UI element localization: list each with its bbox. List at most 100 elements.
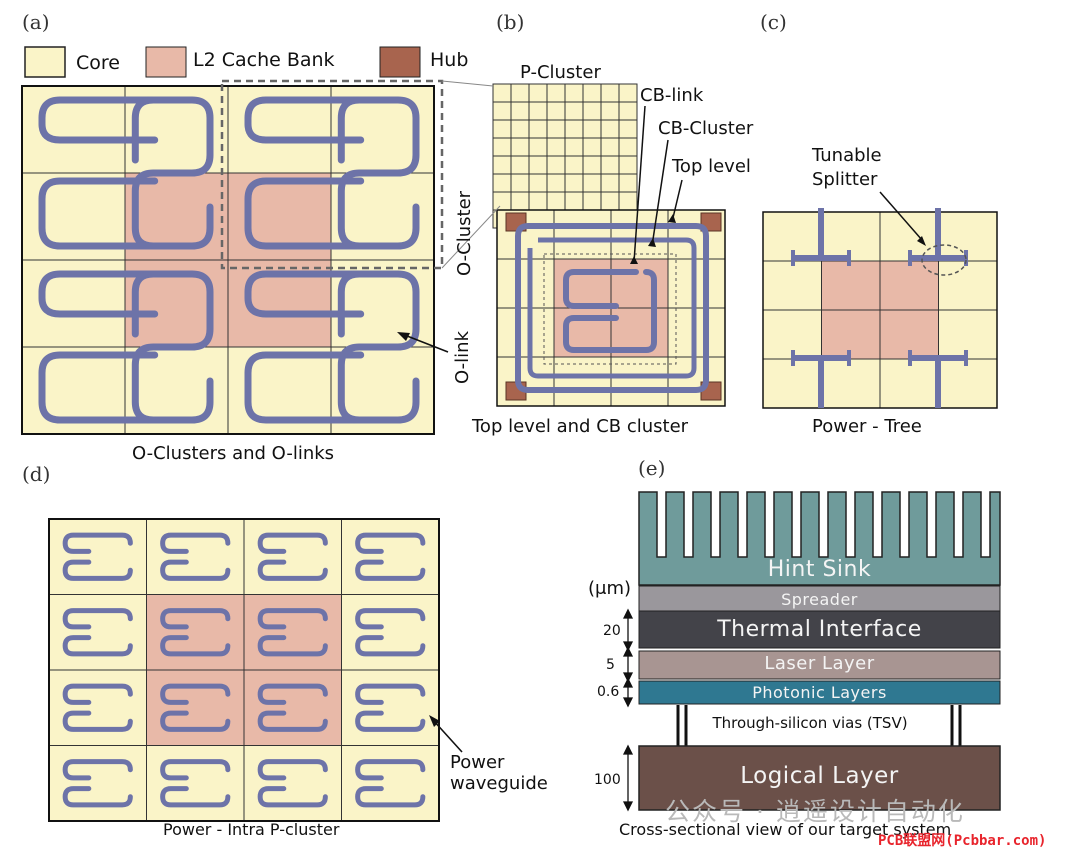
- panel-c-caption: Power - Tree: [812, 416, 922, 437]
- p-cluster-label: P-Cluster: [520, 62, 601, 83]
- unit-label: (μm): [588, 578, 632, 599]
- o-link-label: O-link: [452, 331, 473, 384]
- top-level-waveguide: [515, 223, 709, 393]
- dim-laser: 5: [606, 657, 615, 673]
- wechat-watermark: 公众号 · 逍遥设计自动化: [665, 797, 965, 826]
- top-level-label: Top level: [672, 156, 751, 177]
- panel-d-core-cell: [341, 669, 440, 746]
- laser-layer: [638, 650, 1001, 680]
- panel-b-core-cell: [496, 307, 555, 358]
- site-watermark: PCB联盟网(Pcbbar.com): [878, 833, 1047, 849]
- panel-d-l2-cell: [243, 594, 342, 671]
- panel-c-core-cell: [762, 260, 822, 311]
- panel-b-caption: Top level and CB cluster: [472, 416, 689, 437]
- hub: [700, 212, 722, 232]
- legend-core-swatch: [24, 46, 66, 78]
- intra-cluster-waveguide: [160, 608, 231, 657]
- heat-sink-layer: [638, 491, 1001, 586]
- panel-d-core-cell: [48, 518, 147, 595]
- panel-c-l2-cell: [879, 260, 939, 311]
- dimension-markers: [622, 608, 634, 812]
- intra-cluster-waveguide: [62, 759, 133, 808]
- legend-core-label: Core: [76, 52, 120, 74]
- cb-cluster-dashed-box: [543, 253, 677, 365]
- panel-b-l2-cell: [610, 258, 669, 309]
- o-link-waveguide: [244, 96, 365, 250]
- panel-a-diagram: [21, 85, 435, 435]
- spreader-layer: [638, 585, 1001, 612]
- panel-c-l2-cell: [821, 260, 881, 311]
- panel-d-core-cell: [243, 518, 342, 595]
- cb-link-arrowhead: [630, 256, 638, 264]
- o-link-waveguide: [131, 96, 214, 250]
- legend-l2-swatch: [145, 46, 187, 78]
- o-link-arrow: [401, 333, 449, 353]
- o-cluster-highlight: [220, 79, 444, 270]
- intra-cluster-waveguide: [62, 608, 133, 657]
- intra-cluster-waveguide: [257, 532, 328, 581]
- power-waveguide-line1: Power: [450, 752, 505, 773]
- tsv-pillars: [676, 705, 962, 746]
- tsv-label: Through-silicon vias (TSV): [712, 714, 908, 732]
- panel-d-l2-cell: [146, 669, 245, 746]
- legend: [24, 46, 421, 78]
- panel-d-diagram: [48, 518, 440, 822]
- o-link-waveguide: [131, 270, 214, 424]
- panel-c-core-cell: [938, 358, 998, 409]
- panel-a-letter: (a): [22, 10, 50, 34]
- panel-e-caption: Cross-sectional view of our target syste…: [619, 820, 952, 839]
- logical-layer-label: Logical Layer: [740, 763, 899, 789]
- panel-c-core-cell: [938, 260, 998, 311]
- legend-l2-label: L2 Cache Bank: [193, 49, 335, 71]
- panel-c-core-cell: [821, 358, 881, 409]
- panel-e-letter: (e): [638, 456, 666, 480]
- panel-b-diagram: [492, 83, 726, 407]
- top-level-arrow: [671, 179, 683, 223]
- power-waveguide-line2: waveguide: [450, 773, 548, 794]
- zoom-line-bottom: [441, 205, 501, 269]
- panel-c-border: [762, 211, 998, 409]
- tunable-splitter-arrowhead: [917, 236, 926, 246]
- cb-link-arrow: [633, 105, 646, 263]
- cb-cluster-waveguide: [563, 269, 657, 353]
- panel-d-core-cell: [48, 745, 147, 822]
- panel-c-core-cell: [762, 358, 822, 409]
- tunable-splitter-marker: [921, 244, 967, 276]
- intra-cluster-waveguide: [62, 683, 133, 732]
- panel-b-core-cell: [610, 356, 669, 407]
- panel-d-core-cell: [146, 518, 245, 595]
- dim-thermal: 20: [603, 623, 621, 639]
- panel-c-letter: (c): [760, 10, 787, 34]
- logical-layer: [638, 745, 1001, 811]
- dim-photonic: 0.6: [597, 684, 620, 700]
- power-waveguide-arrowhead: [429, 715, 440, 727]
- cb-link-label: CB-link: [640, 85, 704, 106]
- panel-c-core-cell: [938, 309, 998, 360]
- intra-cluster-waveguide: [355, 759, 426, 808]
- intra-cluster-waveguide: [160, 532, 231, 581]
- tunable-splitter-line1: Tunable: [812, 145, 882, 166]
- panel-b-core-cell: [496, 258, 555, 309]
- panel-a-border: [21, 85, 435, 435]
- zoom-line-top: [441, 80, 494, 87]
- panel-d-core-cell: [341, 594, 440, 671]
- panel-c-core-cell: [879, 358, 939, 409]
- panel-b-core-cell: [553, 209, 612, 260]
- panel-b-core-cell: [610, 209, 669, 260]
- photonic-layer: [638, 680, 1001, 705]
- panel-d-l2-cell: [243, 669, 342, 746]
- panel-d-core-cell: [146, 745, 245, 822]
- panel-e-diagram: [622, 491, 1001, 812]
- o-link-waveguide: [337, 270, 420, 424]
- laser-layer-label: Laser Layer: [764, 653, 875, 674]
- photonic-layers-label: Photonic Layers: [752, 683, 887, 702]
- intra-cluster-waveguide: [257, 608, 328, 657]
- panel-d-core-cell: [341, 745, 440, 822]
- cb-cluster-arrowhead: [648, 238, 656, 247]
- thermal-interface-label: Thermal Interface: [717, 617, 922, 642]
- o-link-waveguide: [38, 270, 159, 424]
- top-level-arrowhead: [668, 214, 676, 223]
- o-link-waveguide: [244, 270, 365, 424]
- tunable-splitter-arrow: [879, 191, 923, 241]
